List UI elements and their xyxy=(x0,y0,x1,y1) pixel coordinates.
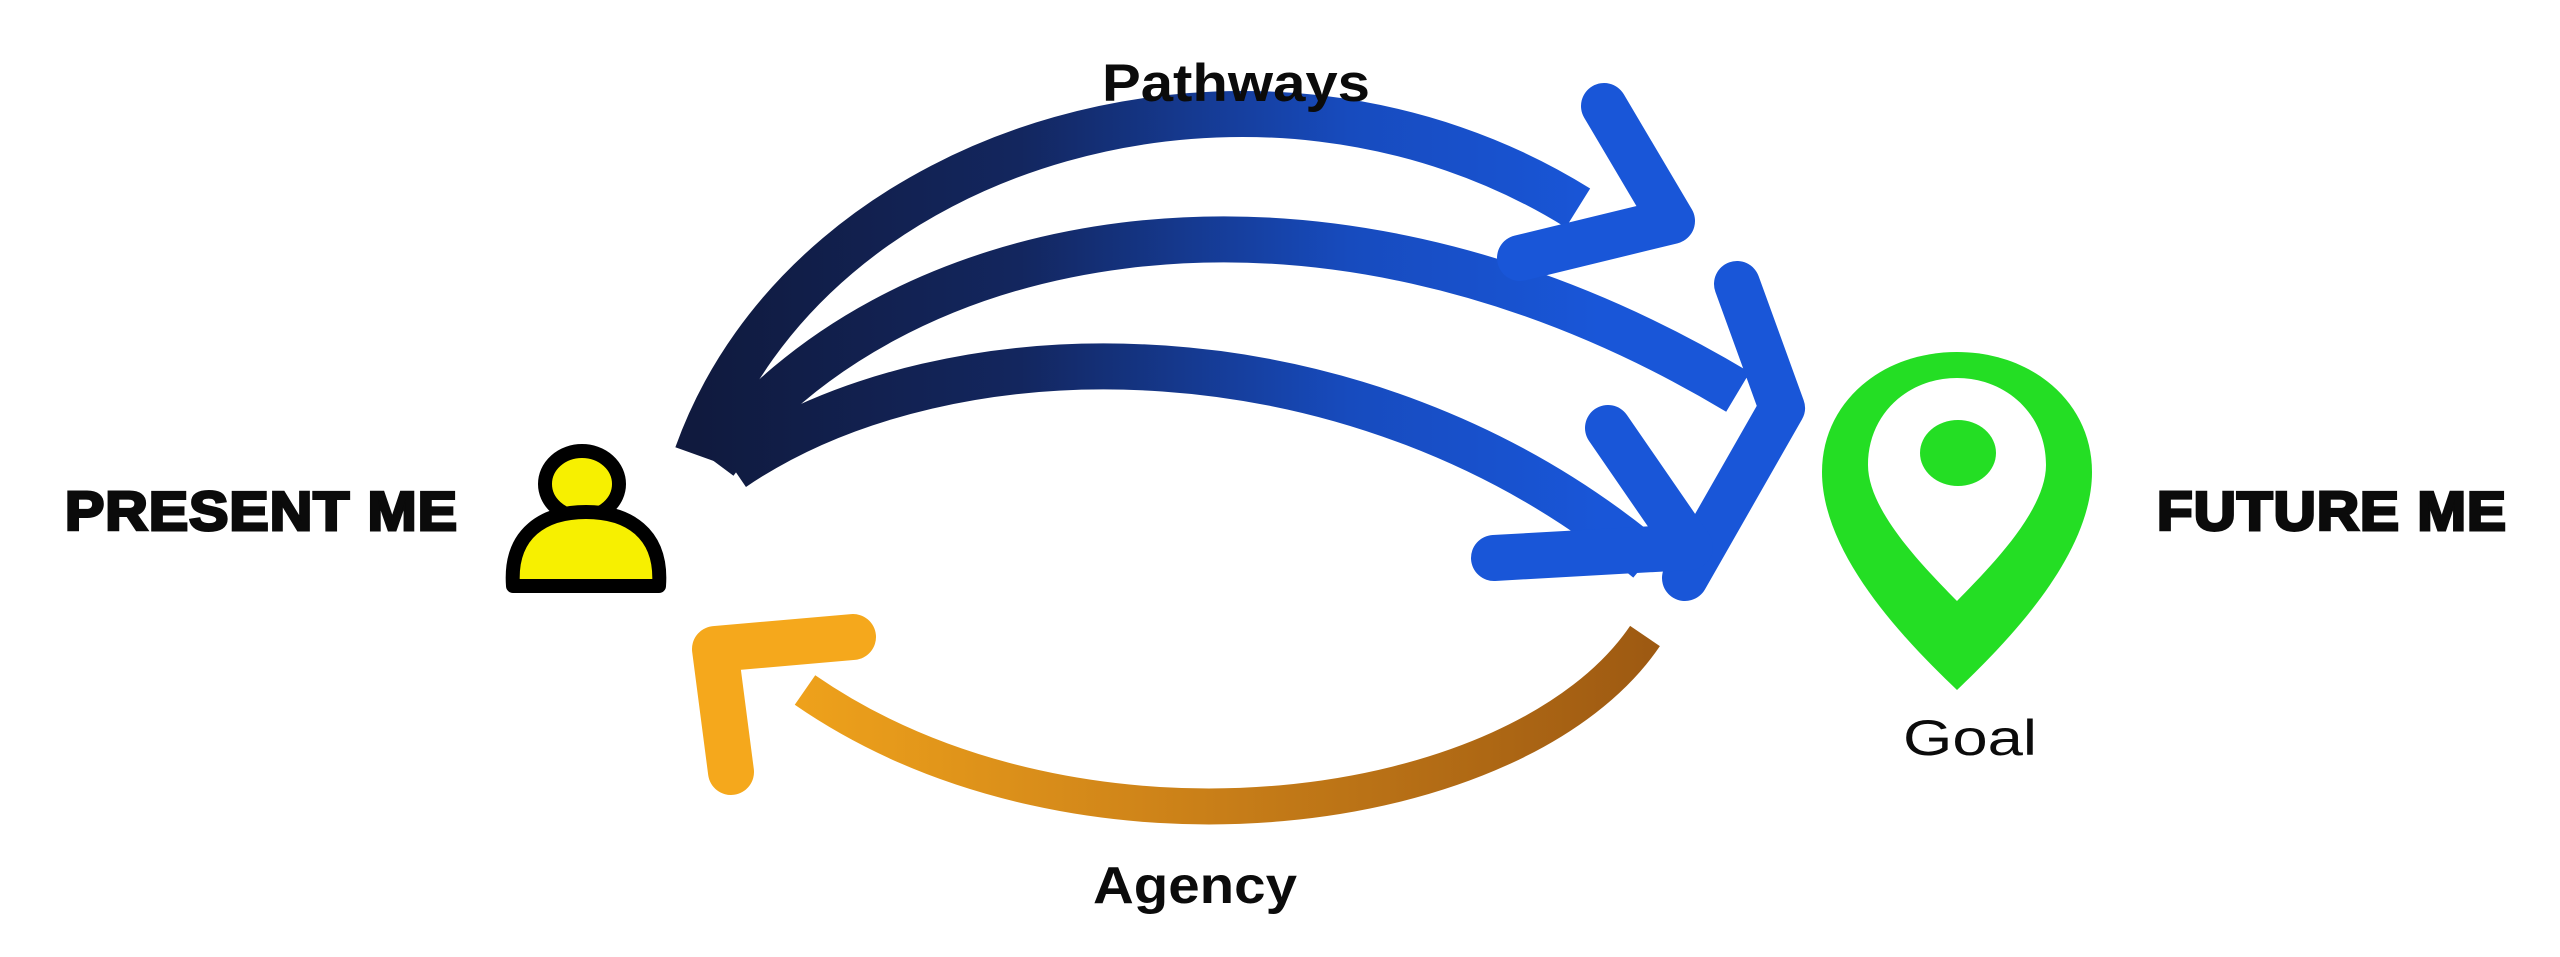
pathways-arc-1 xyxy=(675,91,1591,463)
pathways-arc-2 xyxy=(696,216,1750,476)
future-me-label: FUTURE ME xyxy=(2157,480,2507,542)
agency-arrowhead xyxy=(692,614,876,795)
pin-inner-cutout xyxy=(1868,378,2046,601)
present-me-label: PRESENT ME xyxy=(65,480,458,542)
pathways-arrowhead-2 xyxy=(1662,261,1805,601)
pathways-arrow-group xyxy=(675,83,1805,601)
map-pin-icon xyxy=(1822,352,2092,690)
agency-label: Agency xyxy=(1093,857,1297,915)
agency-arc xyxy=(794,625,1660,825)
agency-arrow-group xyxy=(692,614,1660,825)
person-icon xyxy=(505,444,667,593)
pathways-arc-3 xyxy=(720,343,1663,578)
pathways-label: Pathways xyxy=(1102,54,1370,113)
pin-center-dot xyxy=(1920,420,1996,486)
person-body xyxy=(505,505,667,593)
pathways-arrowhead-1 xyxy=(1497,83,1695,281)
goal-label: Goal xyxy=(1903,710,2037,766)
pathways-arrowhead-3 xyxy=(1471,405,1713,581)
